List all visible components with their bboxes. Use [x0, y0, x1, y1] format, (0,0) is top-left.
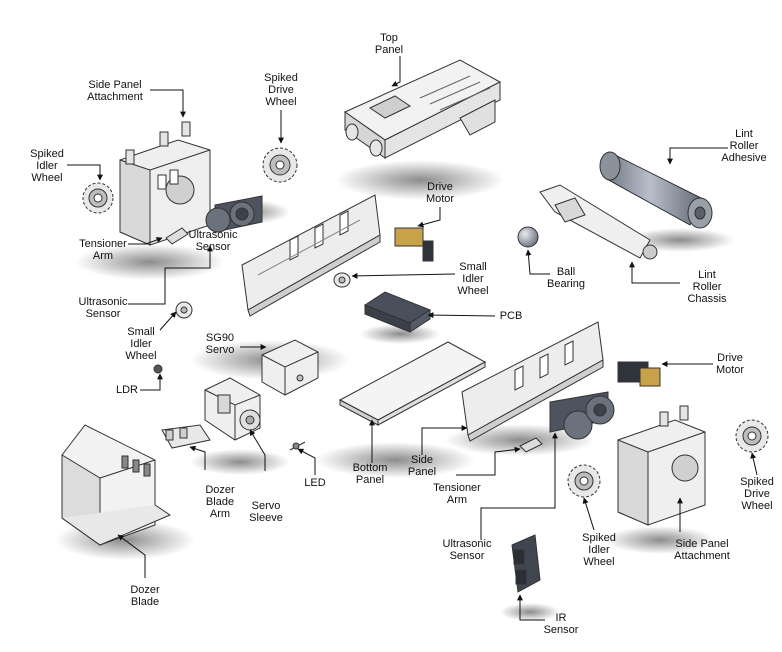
led-part: [289, 441, 306, 451]
lint-roller-adhesive-part: [599, 151, 713, 229]
lint-roller-chassis-part: [539, 184, 658, 260]
drive-motor-top-part: [394, 227, 434, 262]
spiked-drive-wheel-right-part: [735, 419, 769, 453]
spiked-drive-wheel-left-part: [262, 147, 298, 183]
leader-lines: [67, 56, 758, 621]
ultrasonic-sensor-right-part: [549, 391, 615, 440]
ldr-part: [153, 364, 163, 374]
dozer-blade-part: [61, 424, 172, 546]
bottom-panel-part: [338, 341, 487, 426]
small-idler-wheel-center-part: [333, 272, 351, 288]
sg90-servo-part: [261, 339, 319, 396]
tensioner-arm-left-part: [165, 227, 189, 245]
tensioner-arm-right-part: [519, 437, 543, 453]
side-panel-attachment-right-part: [617, 405, 706, 526]
servo-sleeve-part: [204, 377, 261, 441]
dozer-blade-arm-part: [161, 424, 211, 449]
spiked-idler-wheel-left-part: [82, 182, 114, 214]
small-idler-wheel-left-part: [175, 301, 193, 319]
ir-sensor-part: [511, 534, 541, 593]
label-ldr: LDR: [115, 384, 138, 396]
ultrasonic-sensor-left-part: [205, 195, 263, 233]
pcb-part: [363, 291, 432, 333]
label-led: LED: [304, 477, 326, 489]
label-pcb: PCB: [499, 310, 523, 322]
side-panel-right-part: [461, 321, 604, 442]
side-panel-left-part: [241, 194, 381, 317]
top-panel-part: [343, 59, 502, 159]
drive-motor-right-part: [617, 361, 661, 387]
side-panel-attachment-left-part: [119, 121, 211, 246]
ball-bearing-part: [517, 226, 539, 248]
spiked-idler-wheel-right-part: [567, 464, 601, 498]
